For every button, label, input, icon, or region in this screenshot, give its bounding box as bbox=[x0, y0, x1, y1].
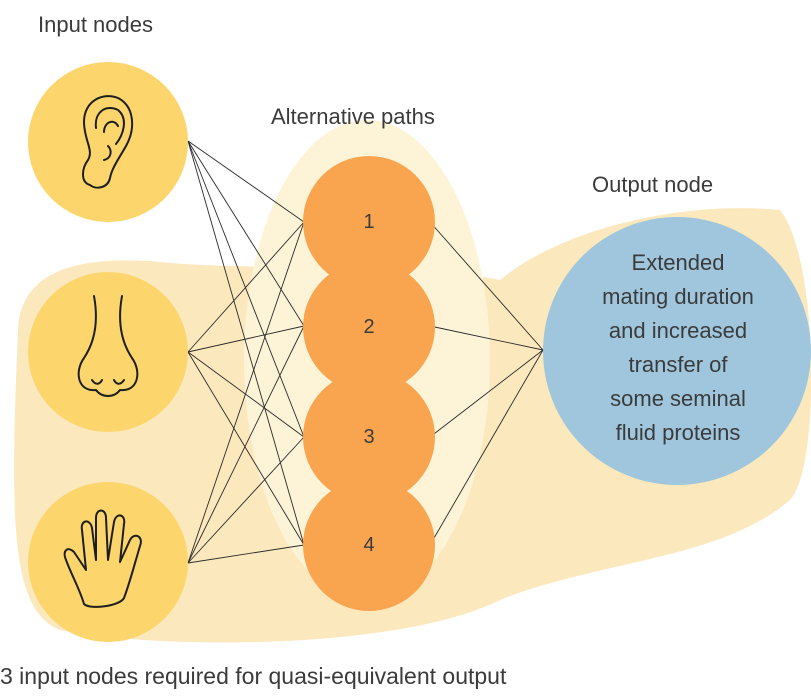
output-line: some seminal bbox=[610, 386, 746, 411]
alternative-paths-title: Alternative paths bbox=[271, 104, 435, 129]
nose-icon bbox=[77, 295, 139, 397]
path-node-2 bbox=[303, 261, 435, 393]
output-node-title: Output node bbox=[592, 172, 714, 197]
input-node-nose bbox=[28, 272, 188, 432]
path-label-3: 3 bbox=[363, 426, 375, 448]
output-line: and increased bbox=[608, 318, 748, 343]
output-line: mating duration bbox=[602, 284, 754, 309]
input-nodes-title: Input nodes bbox=[38, 12, 153, 37]
hand-icon bbox=[63, 509, 142, 608]
connections bbox=[187, 140, 544, 564]
path-node-1 bbox=[303, 156, 435, 288]
output-line: fluid proteins bbox=[615, 420, 741, 445]
path-node-4 bbox=[303, 479, 435, 611]
path-label-4: 4 bbox=[363, 534, 375, 556]
output-line: transfer of bbox=[628, 352, 728, 377]
input-node-ear bbox=[28, 62, 188, 222]
path-node-3 bbox=[303, 371, 435, 503]
path-label-1: 1 bbox=[363, 211, 375, 233]
caption: 3 input nodes required for quasi-equival… bbox=[0, 663, 507, 689]
path-label-2: 2 bbox=[363, 316, 375, 338]
ear-icon bbox=[82, 95, 134, 189]
output-node bbox=[543, 217, 811, 485]
output-line: Extended bbox=[631, 250, 725, 275]
input-node-hand bbox=[28, 482, 188, 642]
output-node-text: Extended mating duration and increased t… bbox=[560, 246, 796, 450]
